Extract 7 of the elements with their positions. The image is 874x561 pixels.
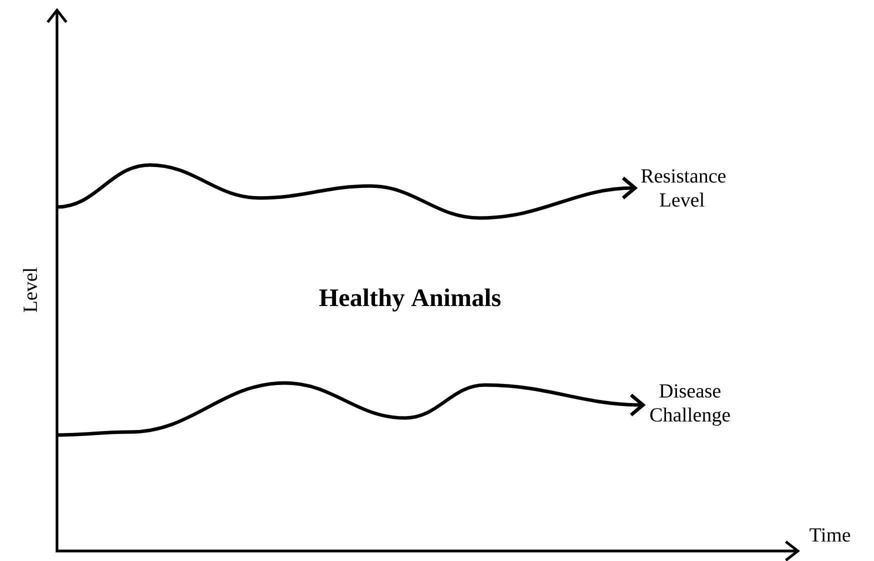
- wavy-arrow: [56, 381, 646, 437]
- region-label: Healthy Animals: [319, 288, 501, 312]
- curve-label: Disease Challenge: [650, 384, 730, 426]
- axis-title: Time: [810, 528, 850, 542]
- axis-title: Level: [22, 268, 38, 312]
- wavy-arrow: [56, 163, 638, 220]
- curve-label: Resistance Level: [641, 169, 726, 207]
